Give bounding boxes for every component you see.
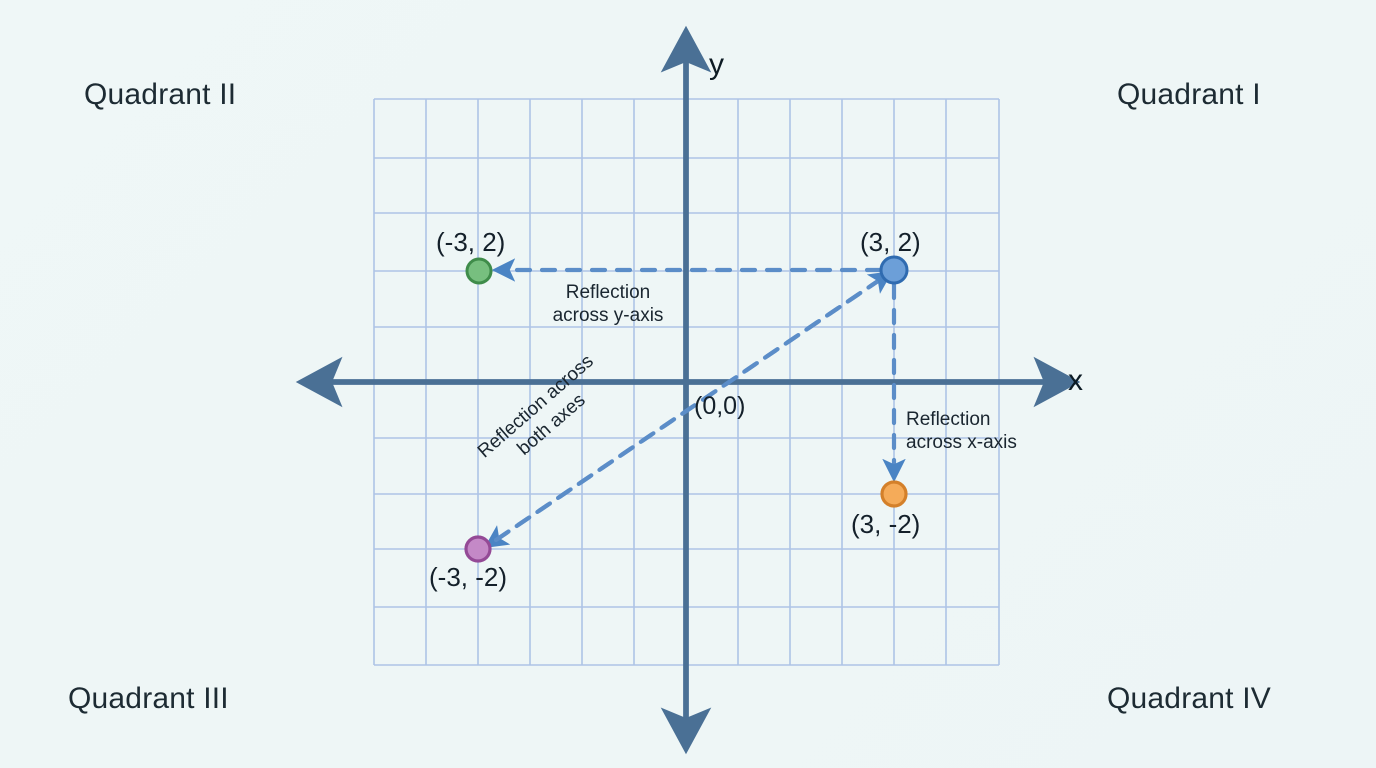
quadrant-label-i: Quadrant I (1117, 78, 1261, 111)
annotation-across-y-axis-line1: Reflection (565, 282, 651, 303)
point-marker-reflect-x (880, 480, 908, 508)
quadrant-label-ii: Quadrant II (84, 78, 237, 111)
point-label-reflect-x: (3, -2) (851, 509, 921, 539)
annotation-across-x-axis-line2: across x-axis (906, 432, 1017, 453)
axis-lines (295, 25, 1081, 755)
annotation-across-x-axis-line1: Reflection (906, 409, 991, 430)
point-label-original: (3, 2) (860, 227, 921, 257)
quadrant-label-iii: Quadrant III (68, 682, 229, 715)
quadrant-label-iv: Quadrant IV (1107, 682, 1271, 715)
annotation-across-y-axis-line2: across y-axis (552, 305, 664, 326)
point-marker-original (879, 255, 909, 285)
point-label-reflect-both: (-3, -2) (429, 562, 507, 592)
reflection-arrow-to-original (493, 270, 893, 543)
point-marker-reflect-both (464, 535, 492, 563)
annotation-across-x-axis: Reflection across x-axis (906, 408, 1046, 454)
point-label-reflect-y: (-3, 2) (436, 227, 506, 257)
y-axis-label: y (709, 48, 724, 81)
origin-label: (0,0) (694, 392, 746, 420)
point-marker-reflect-y (465, 257, 493, 285)
x-axis-label: x (1068, 364, 1083, 397)
annotation-across-y-axis: Reflection across y-axis (540, 281, 676, 327)
